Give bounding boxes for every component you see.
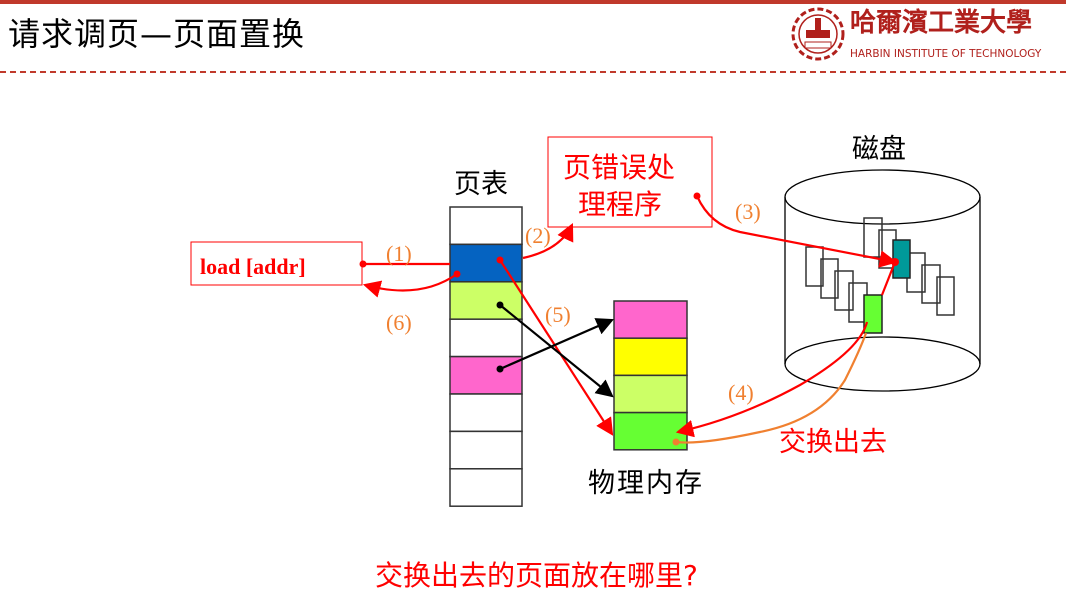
step-6: (6) — [386, 310, 412, 335]
swap-out-curve — [675, 332, 868, 444]
disk-label: 磁盘 — [852, 134, 906, 165]
university-logo: 哈爾濱工業大學 HARBIN INSTITUTE OF TECHNOLOGY — [790, 6, 1050, 66]
swap-out-label: 交换出去 — [779, 427, 887, 458]
load-instruction: load [addr] — [200, 254, 306, 279]
footer-question: 交换出去的页面放在哪里? — [375, 559, 698, 592]
page-table-entry-0 — [449, 206, 523, 246]
handler-line-1: 页错误处 — [563, 151, 675, 184]
logo-chinese-name: 哈爾濱工業大學 — [850, 8, 1033, 38]
page-table-entry-6 — [449, 430, 523, 470]
slide-title: 请求调页—页面置换 — [8, 15, 306, 53]
step-3: (3) — [735, 199, 761, 224]
memory-frame-0 — [613, 300, 688, 339]
arrow-2 — [522, 223, 574, 260]
physical-memory-label: 物理内存 — [588, 468, 704, 499]
logo-english-name: HARBIN INSTITUTE OF TECHNOLOGY — [850, 48, 1042, 60]
handler-line-2: 理程序 — [578, 188, 662, 221]
page-table-label: 页表 — [454, 169, 508, 200]
physical-memory — [613, 300, 688, 451]
top-accent-bar — [0, 0, 1066, 4]
memory-frame-2 — [613, 374, 688, 414]
page-table-entry-3 — [449, 318, 523, 358]
load-instruction-box — [190, 241, 363, 286]
header-divider — [0, 71, 1066, 73]
disk — [784, 169, 981, 392]
arrow-3 — [695, 195, 898, 268]
memory-frame-1 — [613, 337, 688, 377]
page-table-entry-5 — [449, 393, 523, 433]
arrows — [359, 192, 899, 446]
arrow-4 — [675, 321, 869, 438]
step-2: (2) — [525, 223, 551, 248]
mapping-pink — [499, 318, 615, 371]
step-4: (4) — [728, 380, 754, 405]
step-5: (5) — [545, 302, 571, 327]
university-seal-icon — [791, 7, 845, 61]
page-fault-handler-box — [547, 136, 713, 228]
page-table-entry-4 — [449, 355, 523, 395]
step-1: (1) — [386, 241, 412, 266]
arrow-5 — [499, 259, 614, 436]
disk-swapped-block — [863, 294, 883, 334]
arrow-4-up — [880, 261, 897, 296]
arrow-6 — [362, 273, 458, 298]
page-table — [449, 206, 523, 507]
page-table-entry-7 — [449, 468, 523, 507]
mapping-lime — [499, 304, 614, 398]
step-labels: (1) (2) (3) (4) (5) (6) — [386, 199, 761, 405]
